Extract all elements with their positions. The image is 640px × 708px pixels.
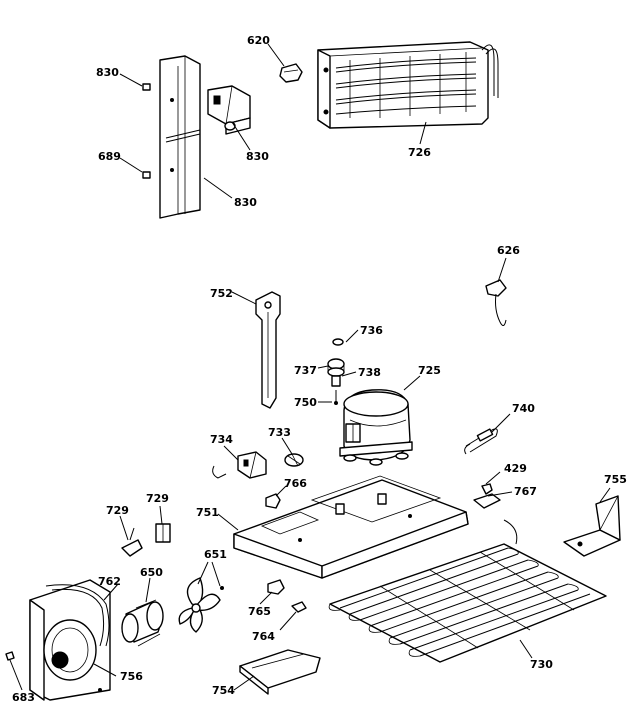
overload-733-part <box>284 453 304 467</box>
part-label-650: 650 <box>140 566 163 579</box>
part-label-740: 740 <box>512 402 535 415</box>
part-label-737: 737 <box>294 364 317 377</box>
part-label-766: 766 <box>284 477 307 490</box>
part-label-626: 626 <box>497 244 520 257</box>
part-label-830-channel: 830 <box>234 196 257 209</box>
clip-766-part <box>265 493 281 509</box>
screw-683-part <box>5 651 15 661</box>
clip-765-part <box>267 579 285 595</box>
base-plate-751-part <box>233 475 469 579</box>
part-label-830-timer: 830 <box>246 150 269 163</box>
channel-bracket-part <box>159 55 201 219</box>
leader-lines <box>9 43 611 691</box>
part-label-762: 762 <box>98 575 121 588</box>
compressor-part <box>339 389 413 466</box>
part-label-764: 764 <box>252 630 275 643</box>
relay-734-part <box>212 451 267 479</box>
fan-blade-651-part <box>178 577 224 633</box>
fan-motor-650-part <box>121 599 164 647</box>
clip-429-part <box>481 483 493 495</box>
part-label-756: 756 <box>120 670 143 683</box>
mounting-strap-part <box>255 291 281 409</box>
part-label-733: 733 <box>268 426 291 439</box>
drier-740-part <box>464 428 498 455</box>
fan-bracket-729b-part <box>155 523 171 543</box>
part-label-730: 730 <box>530 658 553 671</box>
fan-shroud-756-part <box>29 579 111 701</box>
bracket-767-part <box>473 493 501 509</box>
part-label-738: 738 <box>358 366 381 379</box>
drain-pan-754-part <box>239 649 321 695</box>
screw-part <box>142 83 151 179</box>
part-label-651: 651 <box>204 548 227 561</box>
part-label-683: 683 <box>12 691 35 704</box>
evaporator-part <box>317 41 499 129</box>
part-label-429: 429 <box>504 462 527 475</box>
part-label-750: 750 <box>294 396 317 409</box>
clip-764-part <box>291 601 307 613</box>
part-label-729-right: 729 <box>146 492 169 505</box>
part-label-620: 620 <box>247 34 270 47</box>
condenser-coil-730-part <box>328 519 607 663</box>
part-label-751: 751 <box>196 506 219 519</box>
part-number-labels: 620 830 830 830 689 726 626 752 736 737 … <box>12 34 627 704</box>
angle-bracket-755-part <box>563 495 621 557</box>
part-label-767: 767 <box>514 485 537 498</box>
thermostat-620-part <box>279 63 303 83</box>
timer-block-part <box>207 85 251 135</box>
part-label-734: 734 <box>210 433 233 446</box>
part-label-725: 725 <box>418 364 441 377</box>
fan-bracket-729a-part <box>121 527 143 557</box>
part-label-689: 689 <box>98 150 121 163</box>
part-label-752: 752 <box>210 287 233 300</box>
part-label-729-left: 729 <box>106 504 129 517</box>
part-label-726: 726 <box>408 146 431 159</box>
part-label-765: 765 <box>248 605 271 618</box>
part-label-830-screw: 830 <box>96 66 119 79</box>
part-label-754: 754 <box>212 684 235 697</box>
part-label-755: 755 <box>604 473 627 486</box>
grommet-stack-part <box>327 338 345 405</box>
cord-626-part <box>485 279 507 326</box>
part-label-736: 736 <box>360 324 383 337</box>
